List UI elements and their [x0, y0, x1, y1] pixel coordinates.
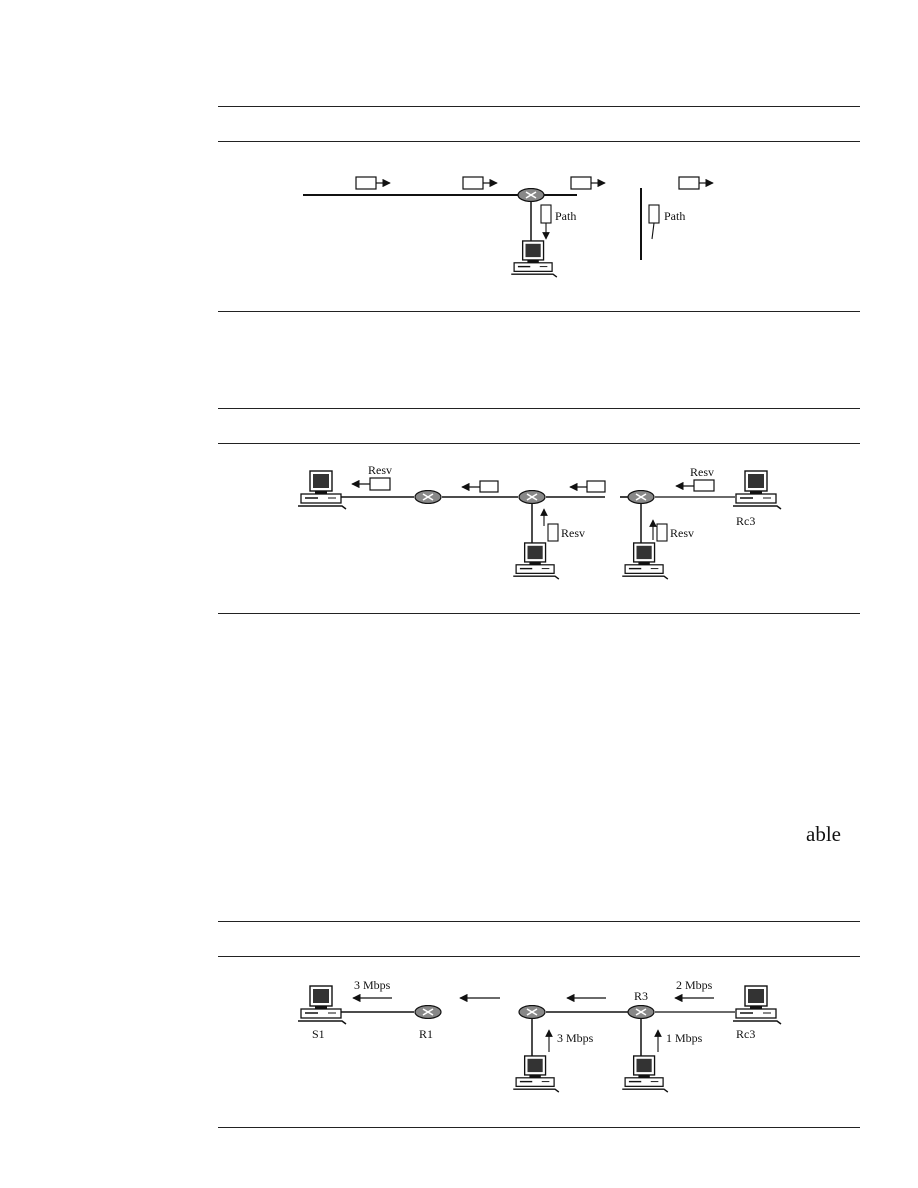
bandwidth-label: 2 Mbps — [676, 978, 713, 992]
resv-label: Resv — [368, 463, 392, 477]
router-icon — [518, 1005, 546, 1019]
resv-message-diagram: Rc3 Resv Resv Resv Resv — [298, 463, 782, 580]
router-icon — [414, 490, 442, 504]
figure3-rule-caption — [218, 956, 860, 957]
computer-icon — [621, 1055, 669, 1093]
path-label: Path — [555, 209, 576, 223]
resv-label: Resv — [561, 526, 585, 540]
resv-packet — [461, 480, 499, 493]
resv-packet — [351, 477, 391, 491]
router-icon — [627, 490, 655, 504]
rc3-label: Rc3 — [736, 514, 755, 528]
path-packet — [355, 176, 391, 190]
bandwidth-label: 3 Mbps — [557, 1031, 594, 1045]
computer-icon — [298, 985, 347, 1025]
computer-icon — [510, 240, 558, 278]
figure2-rule-bottom — [218, 613, 860, 614]
figure1-rule-bottom — [218, 311, 860, 312]
computer-icon — [621, 542, 669, 580]
computer-icon — [733, 470, 782, 510]
figure2-rule-caption — [218, 443, 860, 444]
bandwidth-label: 3 Mbps — [354, 978, 391, 992]
s1-label: S1 — [312, 1027, 325, 1041]
resv-packet-up — [540, 508, 559, 542]
figure3-rule-top — [218, 921, 860, 922]
router-icon — [518, 490, 546, 504]
resv-packet-up — [649, 519, 668, 542]
r3-label: R3 — [634, 989, 648, 1003]
figure1-rule-top — [218, 106, 860, 107]
path-packet-down — [648, 204, 660, 240]
computer-icon — [298, 470, 347, 510]
resv-packet — [569, 480, 606, 493]
path-packet-down — [540, 204, 552, 240]
rc3-label: Rc3 — [736, 1027, 755, 1041]
path-packet — [570, 176, 606, 190]
path-label: Path — [664, 209, 685, 223]
router-icon — [414, 1005, 442, 1019]
computer-icon — [512, 542, 560, 580]
figure2-rule-top — [218, 408, 860, 409]
bandwidth-label: 1 Mbps — [666, 1031, 703, 1045]
stray-text: able — [806, 822, 841, 846]
resv-label: Resv — [690, 465, 714, 479]
path-packet — [462, 176, 498, 190]
resv-packet — [675, 479, 715, 492]
reservation-merging-diagram: S1 R1 R3 Rc3 3 Mbps 2 Mbps 3 Mbps 1 Mbps — [298, 978, 782, 1093]
figure1-rule-caption — [218, 141, 860, 142]
computer-icon — [512, 1055, 560, 1093]
resv-label: Resv — [670, 526, 694, 540]
path-message-diagram: Path Path — [303, 176, 714, 278]
figure3-rule-bottom — [218, 1127, 860, 1128]
r1-label: R1 — [419, 1027, 433, 1041]
router-icon — [517, 188, 545, 202]
computer-icon — [733, 985, 782, 1025]
router-icon — [627, 1005, 655, 1019]
path-packet — [678, 176, 714, 190]
